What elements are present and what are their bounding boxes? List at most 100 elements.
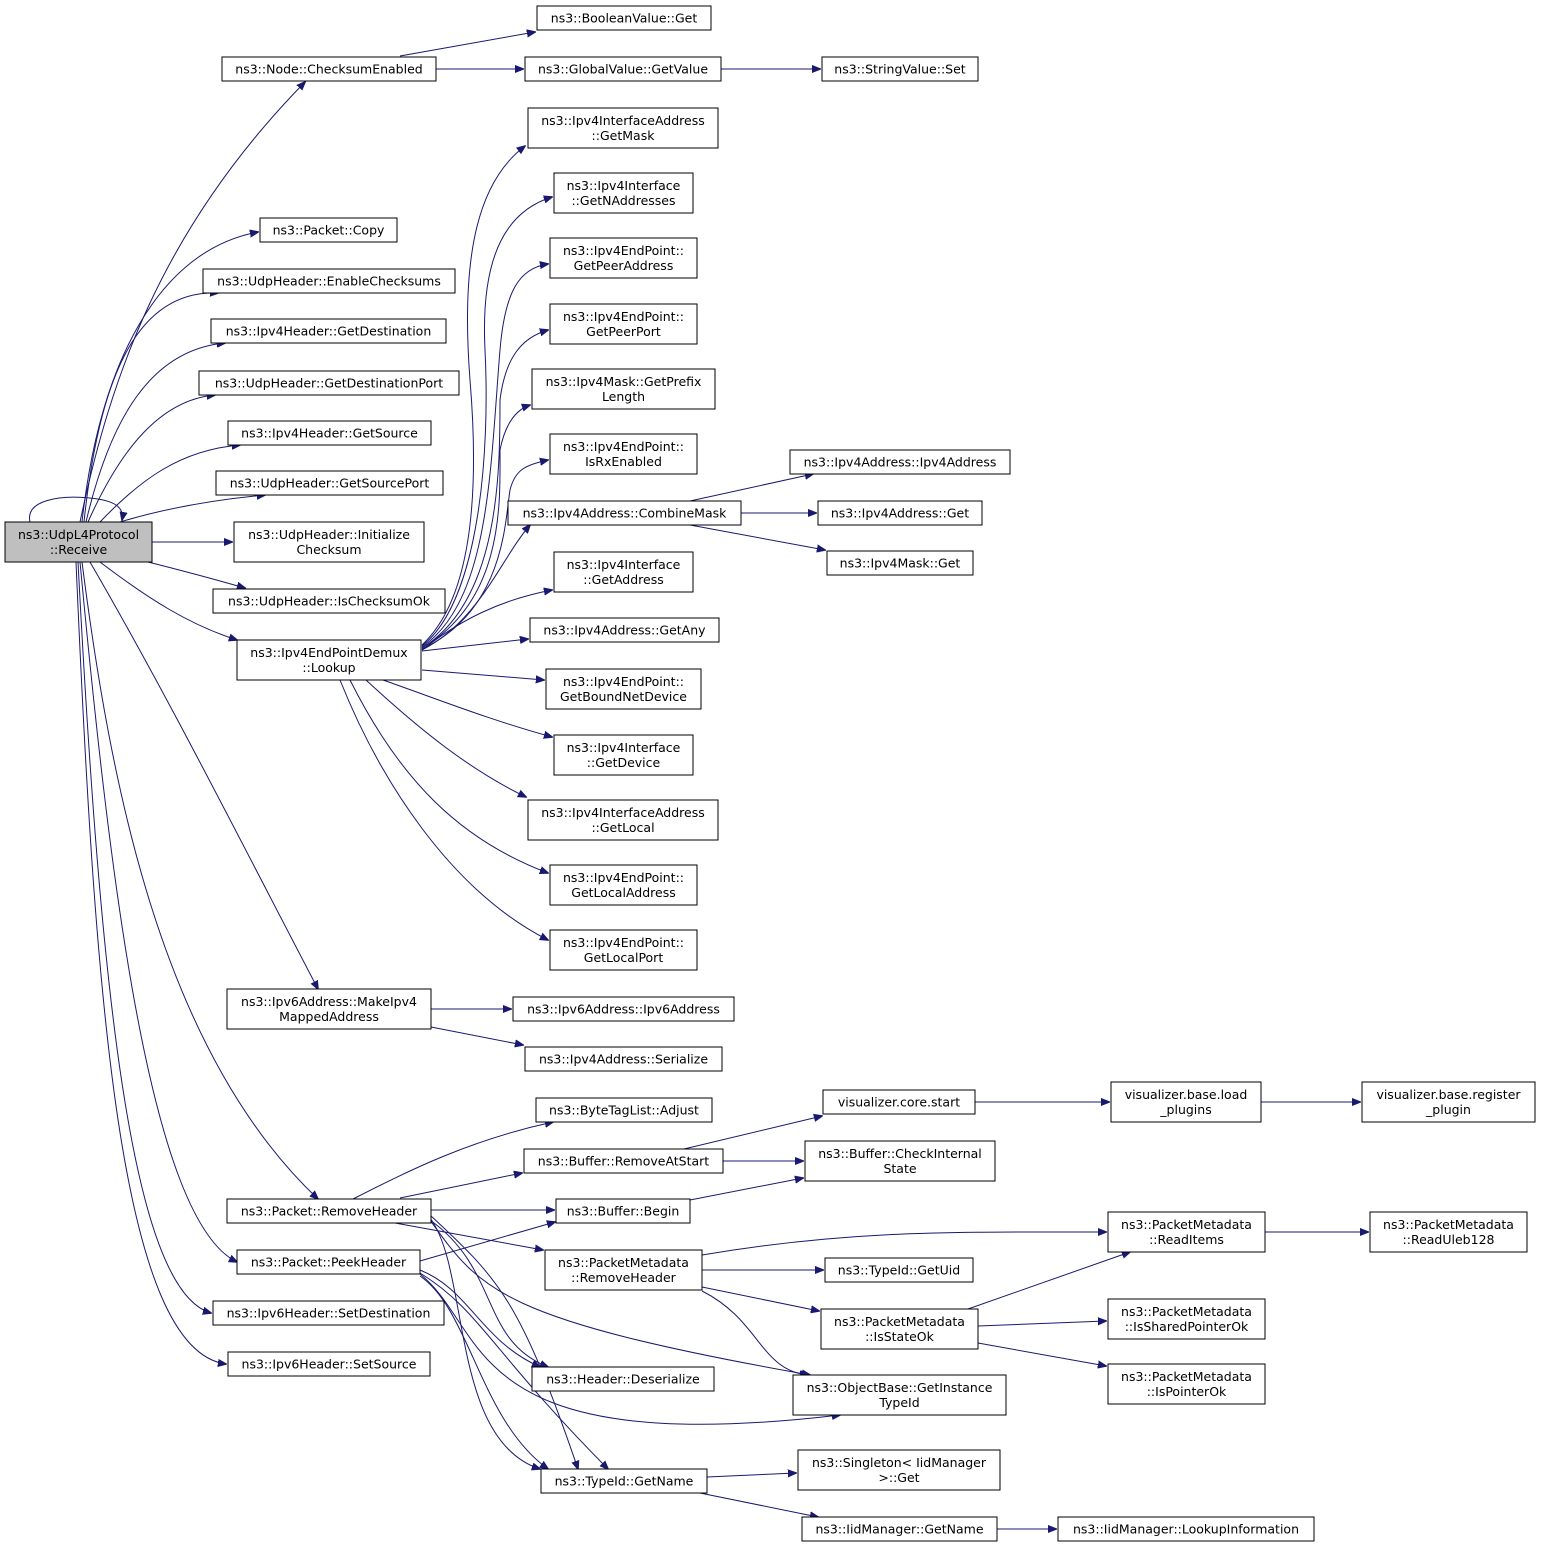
node-addr-get[interactable]: ns3::Ipv4Address::Get <box>817 500 983 526</box>
node-label: ns3::Ipv4InterfaceAddress <box>541 113 705 128</box>
node-pm-ispointerok[interactable]: ns3::PacketMetadata::IsPointerOk <box>1107 1363 1266 1405</box>
node-ep-getlocalport[interactable]: ns3::Ipv4EndPoint::GetLocalPort <box>549 929 698 971</box>
node-addr-serialize[interactable]: ns3::Ipv4Address::Serialize <box>524 1046 723 1072</box>
node-iface-getnaddresses[interactable]: ns3::Ipv4Interface::GetNAddresses <box>553 172 694 214</box>
node-box <box>227 420 432 446</box>
node-label: ns3::Ipv4Address::Ipv4Address <box>804 455 997 470</box>
node-label: ns3::TypeId::GetUid <box>838 1263 960 1278</box>
call-edge <box>85 343 225 523</box>
node-packet-removeheader[interactable]: ns3::Packet::RemoveHeader <box>226 1198 432 1224</box>
node-iidmanager-lookupinformation[interactable]: ns3::IidManager::LookupInformation <box>1057 1516 1315 1542</box>
node-box <box>801 1516 998 1542</box>
node-viz-load-plugins[interactable]: visualizer.base.load_plugins <box>1110 1081 1262 1123</box>
node-buffer-begin[interactable]: ns3::Buffer::Begin <box>555 1198 691 1224</box>
node-viz-register-plugin[interactable]: visualizer.base.register_plugin <box>1361 1081 1536 1123</box>
call-edge <box>967 1252 1130 1310</box>
node-pm-removeheader[interactable]: ns3::PacketMetadata::RemoveHeader <box>544 1249 703 1291</box>
node-box <box>545 668 702 710</box>
node-addr-combinemask[interactable]: ns3::Ipv4Address::CombineMask <box>507 500 742 526</box>
node-box <box>797 1449 1001 1491</box>
node-box <box>524 1046 723 1072</box>
node-box <box>259 217 398 243</box>
node-udp-get-dest-port[interactable]: ns3::UdpHeader::GetDestinationPort <box>198 370 460 396</box>
node-viz-core-start[interactable]: visualizer.core.start <box>822 1089 976 1115</box>
call-edge <box>689 474 813 502</box>
node-globalvalue-getvalue[interactable]: ns3::GlobalValue::GetValue <box>524 56 722 82</box>
node-udp-is-checksum-ok[interactable]: ns3::UdpHeader::IsChecksumOk <box>212 588 446 614</box>
node-box <box>227 1351 431 1377</box>
node-pm-readuleb128[interactable]: ns3::PacketMetadata::ReadUleb128 <box>1369 1211 1528 1253</box>
node-typeid-getuid[interactable]: ns3::TypeId::GetUid <box>824 1257 974 1283</box>
node-label: ns3::PacketMetadata <box>1121 1217 1252 1232</box>
node-label: ::ReadUleb128 <box>1403 1232 1495 1247</box>
node-ep-isrxenabled[interactable]: ns3::Ipv4EndPoint::IsRxEnabled <box>549 433 698 475</box>
node-label: ns3::UdpL4Protocol <box>18 527 139 542</box>
node-udp-enable-checksums[interactable]: ns3::UdpHeader::EnableChecksums <box>202 268 456 294</box>
node-box <box>215 470 444 496</box>
node-ipv6h-setdestination[interactable]: ns3::Ipv6Header::SetDestination <box>212 1300 445 1326</box>
node-label: State <box>883 1161 916 1176</box>
node-ep-getpeeraddress[interactable]: ns3::Ipv4EndPoint::GetPeerAddress <box>549 237 698 279</box>
node-label: GetPeerPort <box>586 324 661 339</box>
node-mask-get[interactable]: ns3::Ipv4Mask::Get <box>826 550 974 576</box>
call-edge <box>81 232 258 523</box>
call-edge <box>421 669 544 680</box>
node-label: ns3::Ipv4Interface <box>567 178 681 193</box>
node-pm-readitems[interactable]: ns3::PacketMetadata::ReadItems <box>1107 1211 1266 1253</box>
node-ipv4h-get-source[interactable]: ns3::Ipv4Header::GetSource <box>227 420 432 446</box>
node-label: ns3::StringValue::Set <box>834 62 965 77</box>
node-ep-getboundnetdevice[interactable]: ns3::Ipv4EndPoint::GetBoundNetDevice <box>545 668 702 710</box>
node-label: ns3::Ipv6Header::SetSource <box>242 1357 417 1372</box>
node-header-deserialize[interactable]: ns3::Header::Deserialize <box>531 1366 715 1392</box>
node-packet-peekheader[interactable]: ns3::Packet::PeekHeader <box>236 1249 421 1275</box>
node-ep-getlocaladdress[interactable]: ns3::Ipv4EndPoint::GetLocalAddress <box>549 864 698 906</box>
node-box <box>1369 1211 1528 1253</box>
node-ipv6-ipv6address[interactable]: ns3::Ipv6Address::Ipv6Address <box>512 996 735 1022</box>
call-edge <box>99 445 240 523</box>
node-pm-isstateok[interactable]: ns3::PacketMetadata::IsStateOk <box>820 1308 979 1350</box>
node-box <box>531 368 716 410</box>
node-buffer-removeatstart[interactable]: ns3::Buffer::RemoveAtStart <box>523 1148 724 1174</box>
node-root[interactable]: ns3::UdpL4Protocol::Receive <box>4 521 153 563</box>
node-iface-getaddress[interactable]: ns3::Ipv4Interface::GetAddress <box>553 551 694 593</box>
call-edge <box>429 1214 578 1469</box>
node-addr-ipv4address[interactable]: ns3::Ipv4Address::Ipv4Address <box>789 449 1011 475</box>
call-edge <box>430 1026 523 1045</box>
node-ipv4h-get-destination[interactable]: ns3::Ipv4Header::GetDestination <box>210 318 447 344</box>
node-box <box>549 237 698 279</box>
node-label: ns3::UdpHeader::GetDestinationPort <box>215 376 443 391</box>
node-ifaddr-getmask[interactable]: ns3::Ipv4InterfaceAddress::GetMask <box>527 107 719 149</box>
node-checksum-enabled[interactable]: ns3::Node::ChecksumEnabled <box>221 56 437 82</box>
node-stringvalue-set[interactable]: ns3::StringValue::Set <box>821 56 979 82</box>
node-label: ::GetAddress <box>583 572 663 587</box>
node-pm-issharedpointerok[interactable]: ns3::PacketMetadata::IsSharedPointerOk <box>1107 1298 1266 1340</box>
node-box <box>4 521 153 563</box>
node-packet-copy[interactable]: ns3::Packet::Copy <box>259 217 398 243</box>
node-ifaddr-getlocal[interactable]: ns3::Ipv4InterfaceAddress::GetLocal <box>527 799 719 841</box>
node-bytetaglist-adjust[interactable]: ns3::ByteTagList::Adjust <box>535 1097 713 1123</box>
node-iidmanager-getname[interactable]: ns3::IidManager::GetName <box>801 1516 998 1542</box>
call-edge <box>339 679 548 940</box>
node-ipv6h-setsource[interactable]: ns3::Ipv6Header::SetSource <box>227 1351 431 1377</box>
node-udp-get-source-port[interactable]: ns3::UdpHeader::GetSourcePort <box>215 470 444 496</box>
node-typeid-getname[interactable]: ns3::TypeId::GetName <box>540 1468 708 1494</box>
node-boolean-get[interactable]: ns3::BooleanValue::Get <box>536 5 712 31</box>
node-iface-getdevice[interactable]: ns3::Ipv4Interface::GetDevice <box>553 734 694 776</box>
call-edge <box>352 1122 553 1200</box>
node-demux-lookup[interactable]: ns3::Ipv4EndPointDemux::Lookup <box>236 639 422 681</box>
node-label: ns3::Ipv4Mask::GetPrefix <box>546 374 702 389</box>
node-ep-getpeerport[interactable]: ns3::Ipv4EndPoint::GetPeerPort <box>549 303 698 345</box>
node-box <box>212 1300 445 1326</box>
node-label: ns3::Ipv4EndPoint:: <box>563 674 684 689</box>
node-singleton-get[interactable]: ns3::Singleton< IidManager>::Get <box>797 1449 1001 1491</box>
node-label: MappedAddress <box>279 1009 379 1024</box>
call-edge <box>429 1219 810 1375</box>
node-label: ns3::UdpHeader::IsChecksumOk <box>228 594 431 609</box>
node-addr-getany[interactable]: ns3::Ipv4Address::GetAny <box>529 617 720 643</box>
